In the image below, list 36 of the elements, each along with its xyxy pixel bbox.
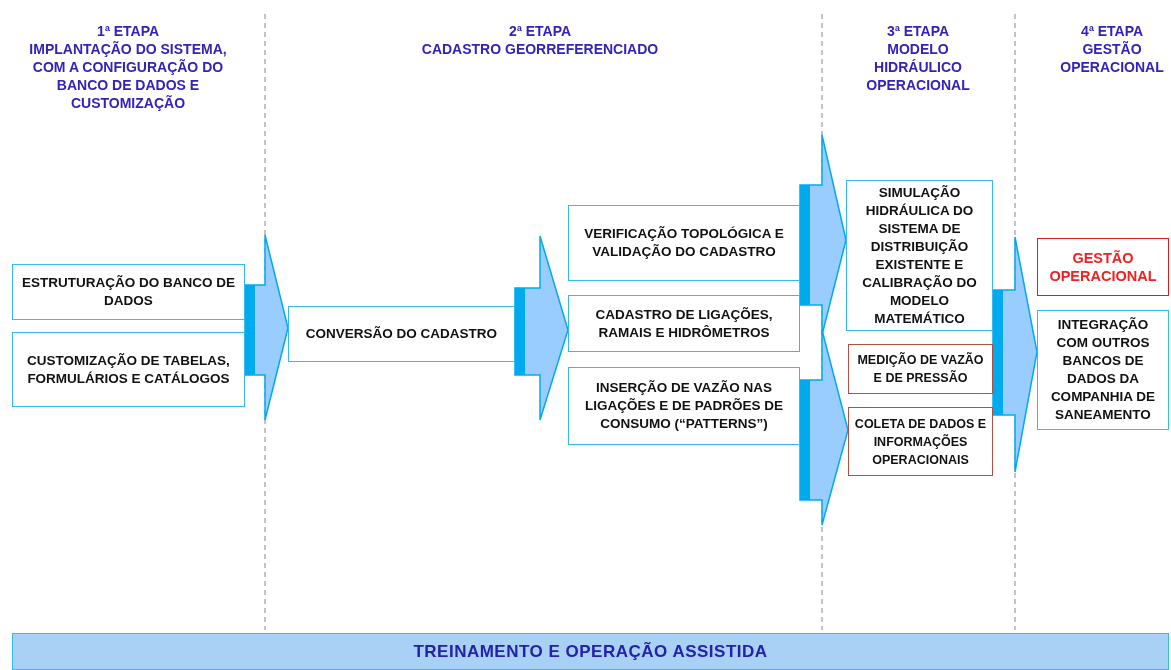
- stage-heading: 2ª ETAPA: [507, 22, 573, 40]
- box-text: SIMULAÇÃO HIDRÁULICA DO SISTEMA DE DISTRIBUIÇÃO EXISTENTE E CALIBRAÇÃO DO MODELO MATEMÁTICO: [861, 183, 978, 328]
- stage-heading: CADASTRO GEORREFERENCIADO: [420, 40, 660, 58]
- process-box: [1037, 310, 1169, 430]
- block-arrow: [244, 234, 289, 421]
- stage-heading: IMPLANTAÇÃO DO SISTEMA, COM A CONFIGURAÇÃO DO BANCO DE DADOS E CUSTOMIZAÇÃO: [28, 40, 228, 112]
- box-text: CONVERSÃO DO CADASTRO: [305, 325, 498, 343]
- box-text: CUSTOMIZAÇÃO DE TABELAS, FORMULÁRIOS E CATÁLOGOS: [26, 351, 231, 388]
- box-text: TREINAMENTO E OPERAÇÃO ASSISTIDA: [413, 642, 768, 661]
- banner-bar: [12, 633, 1169, 670]
- stage-heading: 1ª ETAPA: [95, 22, 161, 40]
- box-text: COLETA DE DADOS E INFORMAÇÕES OPERACIONAIS: [854, 415, 987, 469]
- process-box: [1037, 238, 1169, 296]
- process-box: [848, 344, 993, 394]
- stage-heading: 3ª ETAPA: [885, 22, 951, 40]
- box-text: INSERÇÃO DE VAZÃO NAS LIGAÇÕES E DE PADRÕES DE CONSUMO (“PATTERNS”): [584, 379, 784, 433]
- stage-heading: MODELO HIDRÁULICO OPERACIONAL: [865, 40, 971, 94]
- stage-heading: 4ª ETAPA: [1079, 22, 1145, 40]
- box-text: VERIFICAÇÃO TOPOLÓGICA E VALIDAÇÃO DO CADASTRO: [583, 225, 785, 261]
- box-text: CADASTRO DE LIGAÇÕES, RAMAIS E HIDRÔMETROS: [594, 305, 774, 342]
- box-text: MEDIÇÃO DE VAZÃO E DE PRESSÃO: [856, 351, 985, 387]
- block-arrow: [514, 235, 569, 421]
- stage-heading: GESTÃO OPERACIONAL: [1059, 40, 1165, 76]
- box-text: ESTRUTURAÇÃO DO BANCO DE DADOS: [21, 274, 236, 310]
- process-box: [12, 332, 245, 407]
- box-text: INTEGRAÇÃO COM OUTROS BANCOS DE DADOS DA COMPANHIA DE SANEAMENTO: [1049, 316, 1157, 424]
- process-box: [12, 264, 245, 320]
- process-box: [568, 295, 800, 352]
- process-box: [846, 180, 993, 331]
- process-box: [288, 306, 515, 362]
- process-box: [568, 367, 800, 445]
- process-box: [568, 205, 800, 281]
- block-arrow: [992, 236, 1038, 473]
- box-text: GESTÃO OPERACIONAL: [1048, 249, 1158, 285]
- process-box: [848, 407, 993, 476]
- block-arrow: [799, 329, 849, 526]
